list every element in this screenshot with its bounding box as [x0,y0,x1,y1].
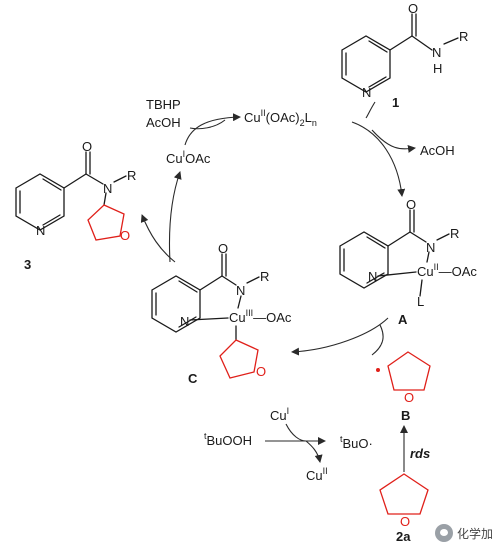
reagent-tbhp: TBHP [146,97,181,112]
compound-3-structure: O N R N O 3 [15,139,136,272]
compound-3-r-group: R [127,168,136,183]
complex-A-copper: CuII—OAc [417,262,477,279]
complex-A-pyridine-n: N [368,269,377,284]
tbuo-radical: tBuO· [340,434,373,451]
complex-A-oxygen: O [406,197,416,212]
complex-C-oxygen: O [218,241,228,256]
compound-1-nh-hydrogen: H [433,61,442,76]
compound-3-oxygen: O [82,139,92,154]
compound-1-r-group: R [459,29,468,44]
compound-1-pyridine-n: N [362,85,371,100]
arrow-A-to-C [291,317,389,356]
radical-B-structure: O B [376,351,431,423]
arrow-tbhp-entry [189,119,226,130]
radical-B-label: B [401,408,410,423]
catalyst-formula: CuII(OAc)2Ln [244,108,317,128]
compound-1-structure: O N H R N 1 [341,1,468,110]
compound-1-nitrogen: N [432,45,441,60]
watermark: 化学加 [434,524,493,542]
compound-3-nitrogen: N [103,181,112,196]
complex-C-copper: CuIII—OAc [229,308,292,325]
arrow-catalyst-to-A [351,121,406,197]
complex-A-ligand: L [417,294,424,309]
watermark-text: 化学加 [456,526,493,541]
arrow-cu-ii-out [305,440,323,463]
catalyst-cu-ii-oac2: CuII(OAc)2Ln [244,108,317,128]
complex-C-thf-oxygen: O [256,364,266,379]
byproduct-acoh: AcOH [420,143,455,158]
compound-2a-structure: O 2a [379,473,429,544]
arrow-cu-i-in [285,423,307,442]
compound-3-thf-oxygen: O [120,228,130,243]
compound-1-oxygen: O [408,1,418,16]
compound-3-pyridine-n: N [36,223,45,238]
complex-A-structure: O N R N CuII—OAc L A [339,197,477,327]
radical-dot [376,368,380,372]
initiation-cu-i: CuI [270,406,289,423]
cu-i-oac: CuIOAc [166,149,211,166]
compound-2a-label: 2a [396,529,411,544]
arrow-acoh-release [371,129,416,153]
wechat-icon [434,524,453,542]
complex-C-label: C [188,371,198,386]
complex-C-pyridine-n: N [180,314,189,329]
complex-C-nitrogen: N [236,283,245,298]
rds-label: rds [410,446,430,461]
complex-A-r-group: R [450,226,459,241]
complex-C-structure: O N R N CuIII—OAc O C [151,241,292,386]
arrow-compound-1-entry [365,101,376,119]
arrow-to-cu-i [168,171,182,263]
complex-A-nitrogen: N [426,240,435,255]
initiation-cu-ii: CuII [306,466,328,483]
arrow-radical-entry [371,324,384,356]
compound-3-label: 3 [24,257,31,272]
arrow-cu-i-to-cu-ii [184,113,241,146]
compound-1-label: 1 [392,95,399,110]
tbuooh: tBuOOH [204,431,252,448]
complex-C-r-group: R [260,269,269,284]
arrow-C-to-3 [140,214,176,263]
reagent-acoh-in: AcOH [146,115,181,130]
complex-A-label: A [398,312,408,327]
radical-B-oxygen: O [404,390,414,405]
compound-2a-oxygen: O [400,514,410,529]
